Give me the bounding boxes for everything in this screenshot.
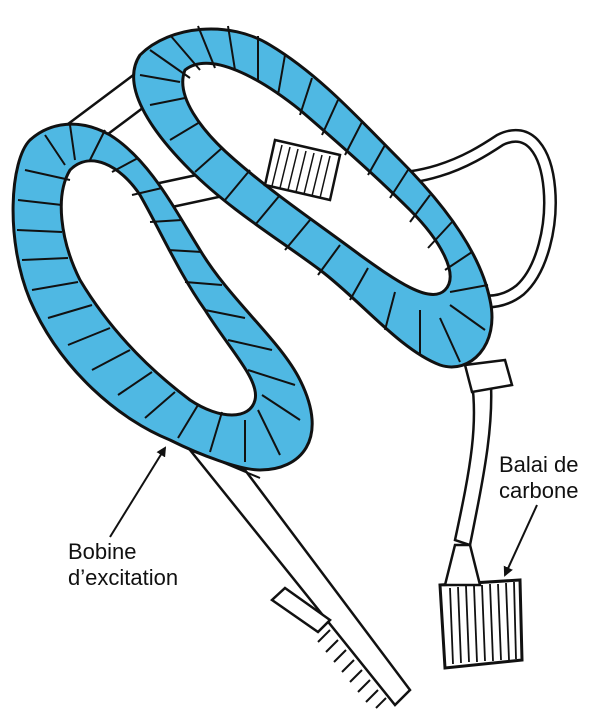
carbon-brush-label-line1: Balai de: [499, 452, 579, 478]
field-coil-label-line2: d’excitation: [68, 565, 178, 591]
field-coil-label-line1: Bobine: [68, 539, 178, 565]
field-coil-leader: [110, 448, 165, 537]
terminal-rod: [190, 450, 410, 708]
carbon-brush-leader: [505, 505, 537, 575]
carbon-brush-label-line2: carbone: [499, 478, 579, 504]
field-coil-label: Bobine d’excitation: [68, 539, 178, 591]
carbon-brush-label: Balai de carbone: [499, 452, 579, 504]
